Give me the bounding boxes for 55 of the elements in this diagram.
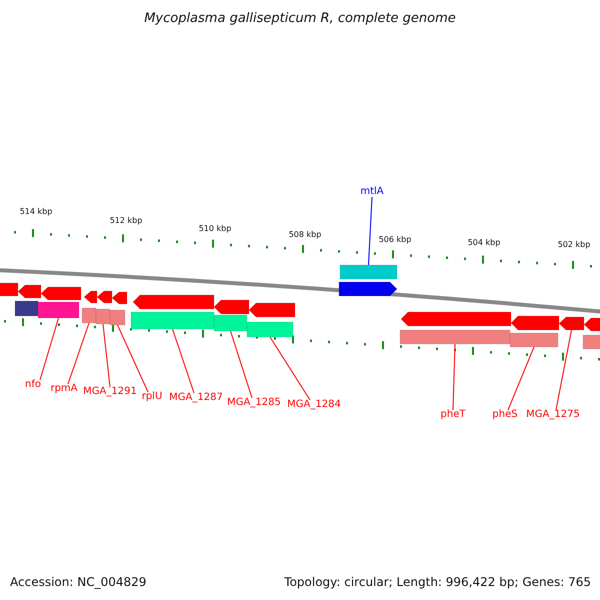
gene-block <box>338 282 398 296</box>
scale-label: 512 kbp <box>110 217 142 225</box>
leader-line <box>102 324 110 388</box>
gene-bar <box>510 332 558 348</box>
gene-bar <box>82 308 96 324</box>
gene-block <box>96 290 112 304</box>
leader-line <box>452 344 456 410</box>
gene-block <box>84 290 98 304</box>
gene-bar <box>38 302 80 318</box>
gene-bar <box>246 322 294 338</box>
leader-line <box>368 196 372 266</box>
leader-line <box>270 336 310 400</box>
gene-bar <box>110 310 126 326</box>
gene-bar <box>214 314 248 332</box>
scale-label: 504 kbp <box>468 239 500 247</box>
gene-block <box>584 318 600 332</box>
scale-label: 506 kbp <box>378 236 412 244</box>
leader-line <box>508 346 534 410</box>
gene-bar <box>340 264 398 280</box>
gene-label: mtlA <box>360 187 384 197</box>
scale-label: 514 kbp <box>20 208 52 216</box>
scale-label: 508 kbp <box>288 231 322 239</box>
title: Mycoplasma gallisepticum R, complete genome <box>143 12 457 25</box>
gene-label: MGA_1287 <box>169 393 223 403</box>
gene-label: rplU <box>142 392 162 402</box>
gene-bar <box>130 312 214 330</box>
gene-label: MGA_1291 <box>83 387 137 397</box>
leader-line <box>230 330 252 398</box>
gene-label: nfo <box>25 380 41 390</box>
gene-block <box>40 286 82 300</box>
gene-label: MGA_1284 <box>287 400 341 410</box>
gene-block <box>214 300 250 314</box>
scale-label: 510 kbp <box>198 225 232 233</box>
leader-line <box>117 324 148 392</box>
gene-block <box>112 292 128 304</box>
gene-label: MGA_1285 <box>227 398 281 408</box>
gene-label: rpmA <box>50 384 78 394</box>
gene-bar <box>582 334 600 350</box>
gene-bar <box>96 308 110 324</box>
gene-block <box>248 302 296 318</box>
genome-info-text: Topology: circular; Length: 996,422 bp; Genes: 765 <box>284 576 591 588</box>
gene-bar <box>400 330 510 344</box>
gene-bar <box>14 300 38 316</box>
gene-label: pheS <box>492 410 518 420</box>
leader-line <box>556 330 572 410</box>
accession-text: Accession: NC_004829 <box>10 576 146 588</box>
gene-block <box>0 282 18 296</box>
gene-block <box>18 284 42 298</box>
scale-label: 502 kbp <box>558 241 590 249</box>
leader-line <box>172 328 194 394</box>
leader-line <box>68 322 90 384</box>
gene-label: MGA_1275 <box>526 410 580 420</box>
gene-label: pheT <box>440 410 466 420</box>
leader-line <box>40 318 59 380</box>
gene-block <box>558 316 584 330</box>
